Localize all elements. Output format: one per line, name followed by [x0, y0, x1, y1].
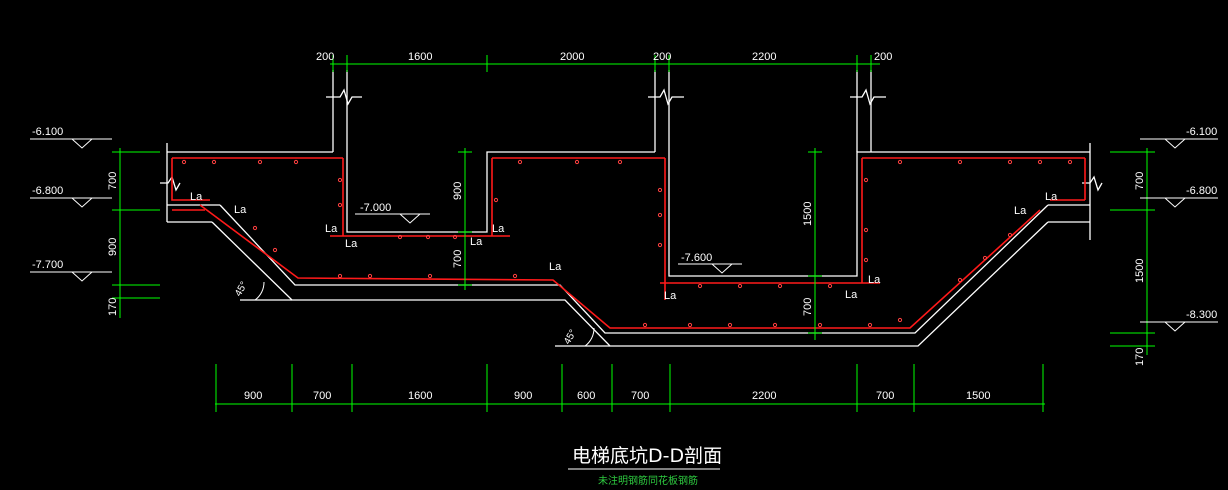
- bottom-dim-label: 1500: [966, 390, 990, 402]
- la-label: La: [845, 289, 858, 301]
- level-label: -8.300: [1186, 309, 1217, 321]
- right-vdim-label: 1500: [1134, 259, 1146, 283]
- inner-vdim-label: 900: [452, 182, 464, 200]
- top-dim-label: 200: [653, 51, 671, 63]
- drawing-title: 电梯底坑D-D剖面: [572, 445, 722, 467]
- level-label: -6.800: [1186, 185, 1217, 197]
- bottom-dim-label: 700: [313, 390, 331, 402]
- level-label: -6.100: [32, 126, 63, 138]
- la-label: La: [470, 236, 483, 248]
- bottom-dim-label: 900: [514, 390, 532, 402]
- top-dim-label: 2000: [560, 51, 584, 63]
- top-dim-label: 1600: [408, 51, 432, 63]
- top-dim-label: 200: [874, 51, 892, 63]
- top-dim-label: 200: [316, 51, 334, 63]
- bottom-dim-label: 1600: [408, 390, 432, 402]
- right-vdim-label: 170: [1134, 348, 1146, 366]
- level-label: -7.600: [681, 252, 712, 264]
- bottom-dim-label: 600: [577, 390, 595, 402]
- top-dim-label: 2200: [752, 51, 776, 63]
- la-label: La: [492, 223, 505, 235]
- concrete-outline: [160, 70, 1103, 347]
- bottom-dim-label: 700: [631, 390, 649, 402]
- right-vdim-label: 700: [1134, 172, 1146, 190]
- top-dimension-labels: 200 1600 2000 200 2200 200: [316, 51, 892, 63]
- dimension-lines: [112, 55, 1155, 412]
- angle-label: 45°: [562, 328, 579, 347]
- level-markers: [30, 138, 1218, 332]
- inner-vdim-label: 1500: [802, 202, 814, 226]
- bottom-dim-label: 700: [876, 390, 894, 402]
- level-label: -6.800: [32, 185, 63, 197]
- level-label: -7.700: [32, 259, 63, 271]
- la-label: La: [345, 238, 358, 250]
- angle-label: 45°: [233, 280, 250, 299]
- anchorage-labels: La La La La La La La La La La La La: [190, 191, 1058, 302]
- left-vdim-label: 900: [107, 238, 119, 256]
- la-label: La: [234, 204, 247, 216]
- level-labels: -6.100 -6.800 -7.700 -6.100 -6.800 -8.30…: [32, 126, 1217, 321]
- level-label: -6.100: [1186, 126, 1217, 138]
- la-label: La: [325, 223, 338, 235]
- inner-vdim-label: 700: [802, 298, 814, 316]
- la-label: La: [868, 274, 881, 286]
- drawing-note: 未注明钢筋同花板钢筋: [598, 474, 698, 487]
- la-label: La: [190, 191, 203, 203]
- left-vertical-dim-labels: 700 900 170: [107, 172, 119, 316]
- bottom-dimension-labels: 900 700 1600 900 600 700 2200 700 1500: [244, 390, 990, 402]
- bottom-dim-label: 900: [244, 390, 262, 402]
- la-label: La: [1014, 205, 1027, 217]
- la-label: La: [664, 290, 677, 302]
- bottom-dim-label: 2200: [752, 390, 776, 402]
- right-vertical-dim-labels: 700 1500 170: [1134, 172, 1146, 366]
- angle-markers: [254, 281, 595, 347]
- level-label: -7.000: [360, 202, 391, 214]
- inner-vertical-dim-labels: 900 700 1500 700: [452, 182, 814, 316]
- la-label: La: [549, 261, 562, 273]
- rebar-dots: [181, 159, 1073, 328]
- rebar: [171, 157, 1086, 329]
- inner-vdim-label: 700: [452, 250, 464, 268]
- la-label: La: [1045, 191, 1058, 203]
- left-vdim-label: 700: [107, 172, 119, 190]
- left-vdim-label: 170: [107, 298, 119, 316]
